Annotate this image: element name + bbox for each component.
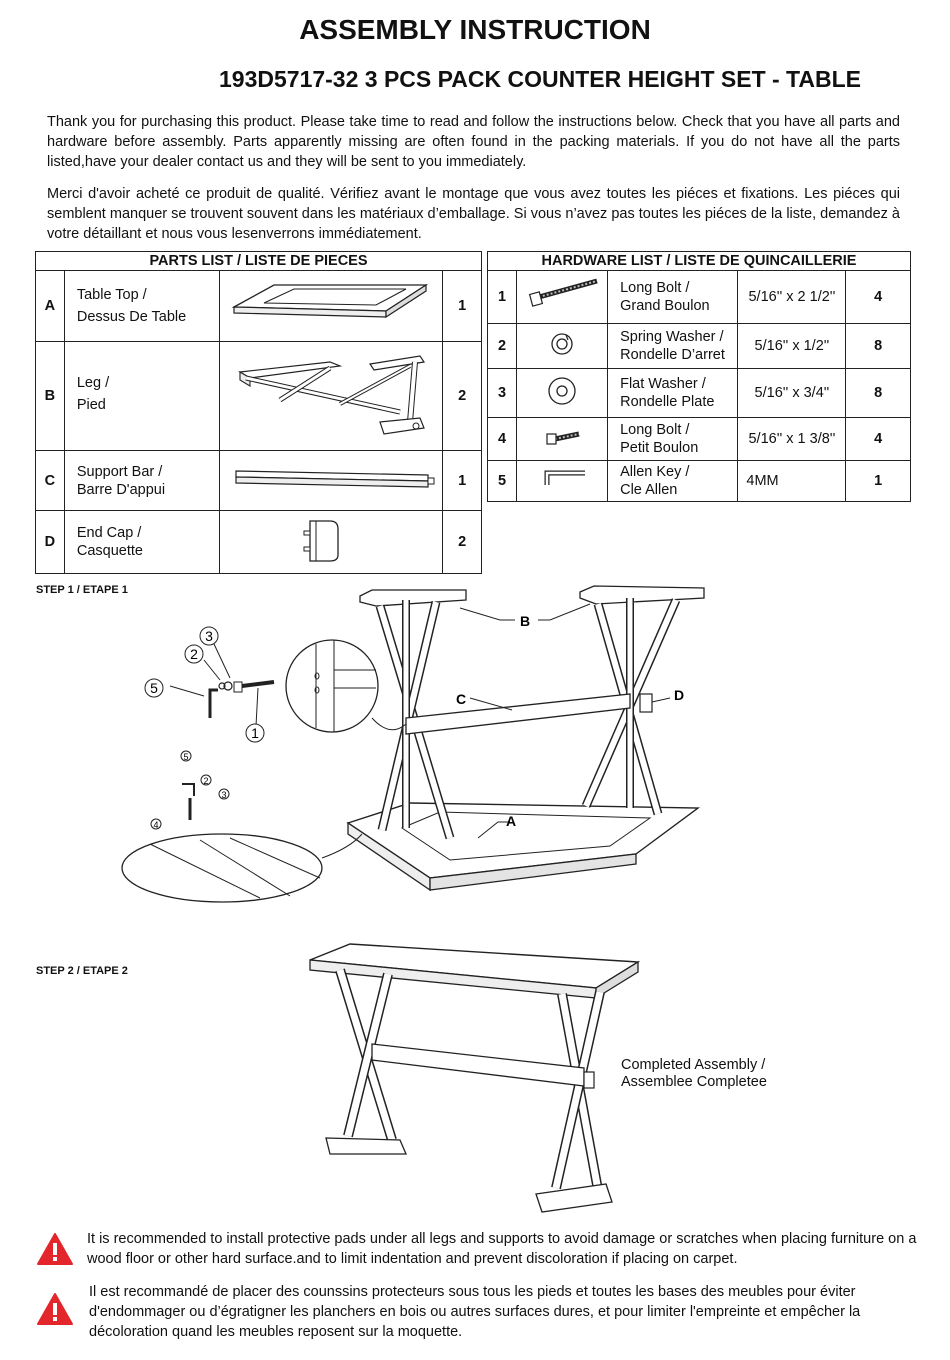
part-name-fr: Casquette xyxy=(76,543,143,559)
hardware-name-en: Long Bolt / xyxy=(620,422,690,438)
step1-diagram: 3 2 5 1 5 2 3 4 B C D A xyxy=(121,585,705,903)
hardware-name: Long Bolt / Petit Boulon xyxy=(607,417,739,461)
completed-fr: Assemblee Completee xyxy=(621,1074,767,1090)
allen-key-icon xyxy=(516,460,609,502)
callout-2-lower: 2 xyxy=(203,776,208,786)
product-subtitle: 193D5717-32 3 PCS PACK COUNTER HEIGHT SE… xyxy=(219,66,862,92)
completed-en: Completed Assembly / xyxy=(621,1057,766,1073)
table-row: B Leg / Pied 2 xyxy=(35,341,482,451)
callout-c: C xyxy=(456,691,466,707)
hardware-name-fr: Cle Allen xyxy=(620,482,678,498)
part-id: C xyxy=(35,450,65,511)
hardware-id: 2 xyxy=(486,323,518,369)
hardware-qty: 4 xyxy=(845,270,911,324)
flat-washer-icon xyxy=(516,368,609,418)
part-name-en: End Cap / xyxy=(76,525,142,541)
hardware-id: 1 xyxy=(486,270,518,324)
table-row: C Support Bar / Barre D'appui 1 xyxy=(35,450,482,511)
callout-3: 3 xyxy=(205,628,213,644)
hardware-size: 5/16'' x 3/4'' xyxy=(737,368,847,418)
callout-5-lower: 5 xyxy=(183,752,188,762)
hardware-name-fr: Rondelle Plate xyxy=(620,394,715,410)
part-name-en: Support Bar / xyxy=(76,463,163,480)
hardware-size: 5/16'' x 1/2'' xyxy=(737,323,847,369)
part-name: Leg / Pied xyxy=(63,341,221,451)
hardware-name-en: Flat Washer / xyxy=(620,376,706,392)
spring-washer-icon xyxy=(516,323,609,369)
table-row: D End Cap / Casquette 2 xyxy=(35,510,482,574)
short-bolt-icon xyxy=(516,417,609,461)
part-qty: 1 xyxy=(442,270,482,342)
callout-3-lower: 3 xyxy=(221,790,226,800)
hardware-name: Flat Washer / Rondelle Plate xyxy=(607,368,739,418)
warning-icon xyxy=(37,1293,73,1325)
hardware-size: 5/16'' x 1 3/8'' xyxy=(737,417,847,461)
part-name: Table Top / Dessus De Table xyxy=(63,270,221,342)
callout-d: D xyxy=(674,687,684,703)
warning-icon xyxy=(37,1233,73,1265)
part-qty: 2 xyxy=(442,341,482,451)
hardware-size: 5/16'' x 2 1/2'' xyxy=(737,270,847,324)
warning-text-fr: Il est recommandé de placer des counssin… xyxy=(89,1284,861,1340)
part-name: End Cap / Casquette xyxy=(63,510,221,574)
hardware-id: 5 xyxy=(486,460,518,502)
hardware-qty: 1 xyxy=(845,460,911,502)
part-qty: 1 xyxy=(442,450,482,511)
callout-b: B xyxy=(520,613,530,629)
table-row: 3 Flat Washer / Rondelle Plate 5/16'' x … xyxy=(486,368,911,418)
hardware-name: Spring Washer / Rondelle D’arret xyxy=(607,323,739,369)
end-cap-icon xyxy=(219,510,444,574)
callout-4-lower: 4 xyxy=(153,820,158,830)
step2-label: STEP 2 / ETAPE 2 xyxy=(36,965,128,977)
long-bolt-icon xyxy=(516,270,609,324)
table-row: 4 Long Bolt / Petit Boulon 5/16'' x 1 3/… xyxy=(486,417,911,461)
table-row: 5 Allen Key / Cle Allen 4MM 1 xyxy=(486,460,911,502)
part-qty: 2 xyxy=(442,510,482,574)
hardware-qty: 8 xyxy=(845,323,911,369)
part-name-en: Table Top / xyxy=(76,287,147,303)
warning-text-en: It is recommended to install protective … xyxy=(87,1231,917,1267)
callout-1: 1 xyxy=(251,725,259,741)
hardware-id: 4 xyxy=(486,417,518,461)
hardware-name-fr: Rondelle D’arret xyxy=(620,347,725,363)
callout-2: 2 xyxy=(190,646,198,662)
part-name-fr: Pied xyxy=(76,397,106,413)
hardware-qty: 4 xyxy=(845,417,911,461)
step2-diagram xyxy=(309,943,641,1213)
hardware-name-en: Allen Key / xyxy=(620,464,690,480)
parts-list-header: PARTS LIST / LISTE DE PIECES xyxy=(35,251,482,271)
hardware-name: Allen Key / Cle Allen xyxy=(607,460,739,502)
part-id: D xyxy=(35,510,65,574)
intro-french: Merci d'avoir acheté ce produit de quali… xyxy=(47,186,900,242)
hardware-name-fr: Petit Boulon xyxy=(620,440,699,456)
support-bar-icon xyxy=(219,450,444,511)
hardware-size: 4MM xyxy=(737,460,847,502)
hardware-list-table: HARDWARE LIST / LISTE DE QUINCAILLERIE 1… xyxy=(486,251,911,502)
table-row: A Table Top / Dessus De Table 1 xyxy=(35,270,482,342)
part-name-fr: Barre D'appui xyxy=(76,481,166,498)
leg-icon xyxy=(219,341,444,451)
hardware-qty: 8 xyxy=(845,368,911,418)
table-row: 2 Spring Washer / Rondelle D’arret 5/16'… xyxy=(486,323,911,369)
table-row: 1 Long Bolt / Grand Boulon 5/16'' x 2 1/… xyxy=(486,270,911,324)
part-name: Support Bar / Barre D'appui xyxy=(63,450,221,511)
callout-5: 5 xyxy=(150,680,158,696)
hardware-id: 3 xyxy=(486,368,518,418)
part-name-fr: Dessus De Table xyxy=(76,309,187,325)
page-title: ASSEMBLY INSTRUCTION xyxy=(299,14,651,45)
part-id: B xyxy=(35,341,65,451)
table-top-icon xyxy=(219,270,444,342)
part-name-en: Leg / xyxy=(76,375,110,391)
hardware-name-en: Spring Washer / xyxy=(620,329,724,345)
parts-list-table: PARTS LIST / LISTE DE PIECES A Table Top… xyxy=(35,251,482,574)
completed-assembly-label: Completed Assembly / Assemblee Completee xyxy=(621,1057,767,1091)
step1-label: STEP 1 / ETAPE 1 xyxy=(36,584,128,596)
part-id: A xyxy=(35,270,65,342)
hardware-name: Long Bolt / Grand Boulon xyxy=(607,270,739,324)
callout-a: A xyxy=(506,813,516,829)
intro-english: Thank you for purchasing this product. P… xyxy=(47,114,900,170)
hardware-list-header: HARDWARE LIST / LISTE DE QUINCAILLERIE xyxy=(487,251,911,271)
hardware-name-fr: Grand Boulon xyxy=(620,298,710,314)
hardware-name-en: Long Bolt / xyxy=(620,280,690,296)
